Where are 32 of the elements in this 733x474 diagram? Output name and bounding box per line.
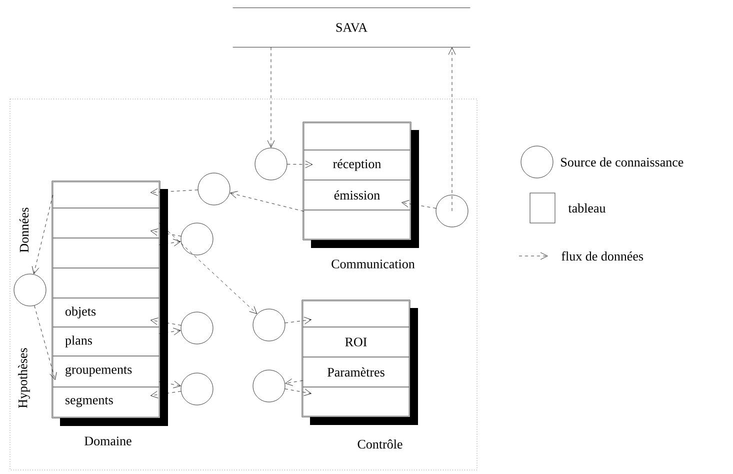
band-node: SAVA (232, 8, 470, 48)
table-caption: Communication (332, 260, 415, 268)
data-flow-arrow (159, 238, 181, 246)
knowledge-source-circle (180, 222, 214, 256)
section-label: Données (19, 208, 29, 252)
data-flow-arrow (284, 316, 312, 324)
data-flow-arrow (150, 188, 198, 196)
data-flow-arrow (230, 191, 304, 212)
data-flow-arrow (34, 305, 57, 380)
knowledge-source-circle (14, 274, 46, 306)
knowledge-source-circle (436, 194, 468, 228)
knowledge-source-circle (198, 172, 230, 206)
data-flow-arrow (287, 160, 313, 168)
data-flow-arrow (448, 47, 456, 212)
table-caption: Contrôle (358, 439, 402, 449)
table-caption: Domaine (84, 436, 132, 446)
data-flow-arrow (159, 380, 181, 388)
legend-label: Source de connaissance (561, 157, 684, 167)
knowledge-source-circle (254, 148, 288, 180)
knowledge-source-circle (180, 372, 214, 406)
section-label: Hypothèses (18, 348, 30, 408)
legend-label: flux de données (562, 251, 644, 261)
legend-label: tableau (568, 203, 606, 213)
data-flow-arrow (285, 378, 303, 386)
data-flow-arrow (159, 328, 181, 336)
knowledge-source-circle (252, 370, 286, 402)
knowledge-source-circle (252, 308, 286, 342)
data-flow-arrow (32, 194, 53, 274)
knowledge-source-circle (180, 312, 214, 344)
data-flow-arrow (284, 388, 312, 396)
data-flow-arrow (267, 47, 275, 148)
data-flow-arrow (159, 222, 257, 314)
